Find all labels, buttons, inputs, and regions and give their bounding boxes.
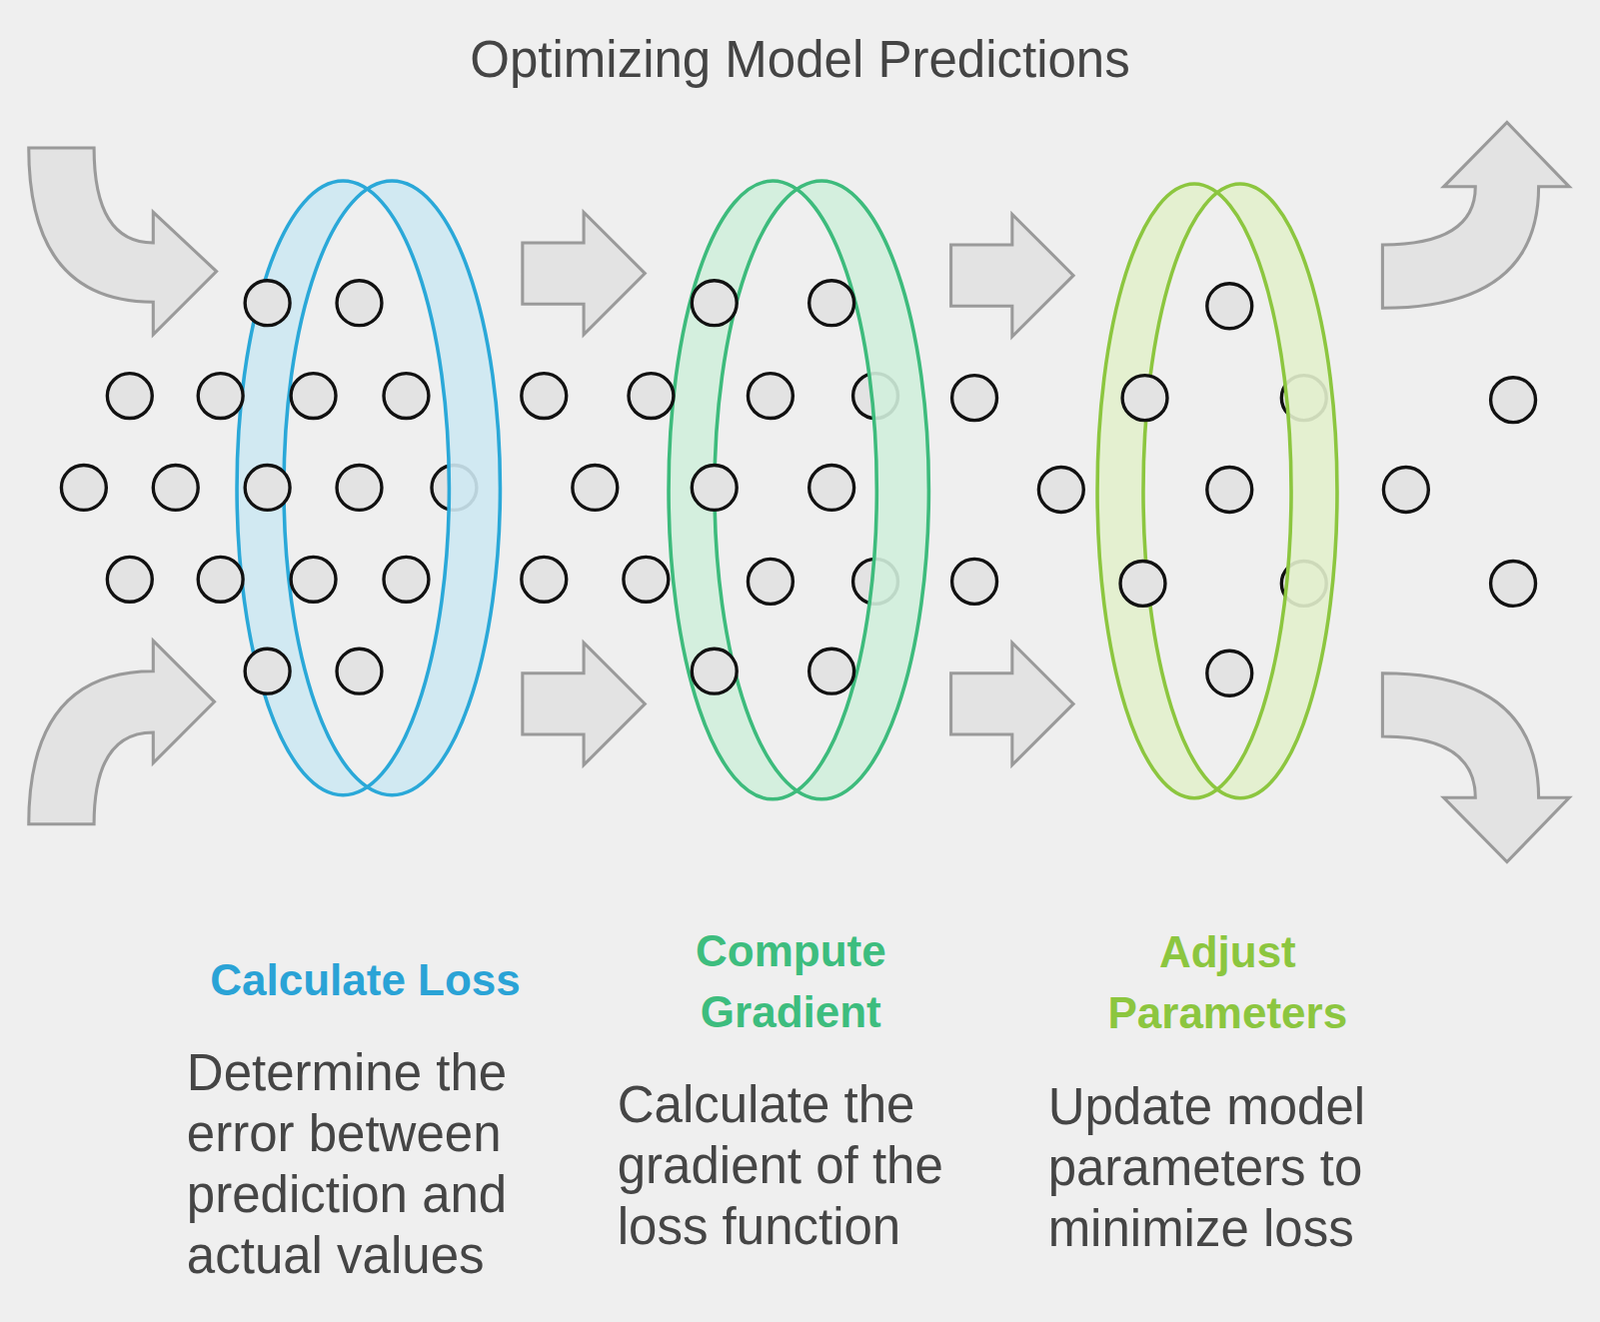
step-heading: Calculate Loss [165, 949, 564, 1011]
ring-outline [666, 178, 931, 802]
step-description: Determine the error between prediction a… [186, 1042, 575, 1287]
data-point [572, 465, 618, 511]
data-point [809, 280, 855, 326]
data-point [336, 280, 382, 326]
step-heading: Adjust Parameters [1074, 921, 1381, 1044]
data-point [197, 556, 243, 602]
data-point [383, 556, 429, 602]
data-point [691, 280, 737, 326]
ring-edge [1097, 183, 1292, 799]
flow-arrow [522, 211, 646, 335]
data-point [244, 648, 290, 694]
ring-edge [236, 180, 449, 796]
data-point [809, 465, 855, 511]
stage-ring: Adjust ParametersUpdate model parameters… [1095, 181, 1340, 801]
ring-edge [1143, 183, 1338, 799]
data-point [628, 373, 674, 419]
data-point [60, 465, 106, 511]
data-point [336, 465, 382, 511]
step-heading: Compute Gradient [637, 920, 944, 1043]
data-point [691, 648, 737, 694]
data-point [290, 373, 336, 419]
data-point [691, 465, 737, 511]
data-point [1122, 375, 1168, 421]
data-point [521, 556, 567, 602]
exit-arrow [1382, 673, 1570, 863]
data-point [1491, 560, 1537, 606]
flow-arrow [522, 642, 646, 766]
data-point [1207, 650, 1253, 696]
data-point [1120, 560, 1166, 606]
data-point [106, 373, 152, 419]
ring-edge [668, 180, 877, 800]
entry-arrow [28, 640, 215, 825]
data-point [152, 465, 198, 511]
data-point [521, 373, 567, 419]
data-point [623, 556, 669, 602]
data-point [244, 280, 290, 326]
data-point [809, 648, 855, 694]
entry-arrow [28, 147, 217, 335]
data-point [106, 556, 152, 602]
data-point [747, 373, 793, 419]
data-point [1207, 467, 1253, 513]
flow-arrow [951, 213, 1075, 337]
data-point [952, 558, 998, 604]
step-description: Calculate the gradient of the loss funct… [617, 1074, 1006, 1258]
data-point [747, 558, 793, 604]
ring-outline [1095, 181, 1340, 801]
data-point [1207, 283, 1253, 329]
ring-edge [714, 180, 929, 800]
ring-band [1097, 183, 1338, 799]
diagram-title: Optimizing Model Predictions [0, 28, 1600, 91]
stage-ring: Calculate LossDetermine the error betwee… [234, 178, 503, 799]
ring-band [668, 180, 929, 800]
data-point [290, 556, 336, 602]
ring-edge [283, 180, 500, 796]
data-point [383, 373, 429, 419]
ring-outline [234, 178, 503, 799]
data-point [197, 373, 243, 419]
flow-arrow [951, 642, 1075, 766]
data-point [336, 648, 382, 694]
data-point [1491, 377, 1537, 423]
stage-ring: Compute GradientCalculate the gradient o… [666, 178, 931, 802]
data-point [952, 375, 998, 421]
ring-band [236, 180, 500, 796]
data-point [1383, 467, 1429, 513]
data-point [1038, 467, 1084, 513]
exit-arrow [1382, 122, 1570, 309]
data-point [244, 465, 290, 511]
step-description: Update model parameters to minimize loss [1048, 1076, 1437, 1260]
